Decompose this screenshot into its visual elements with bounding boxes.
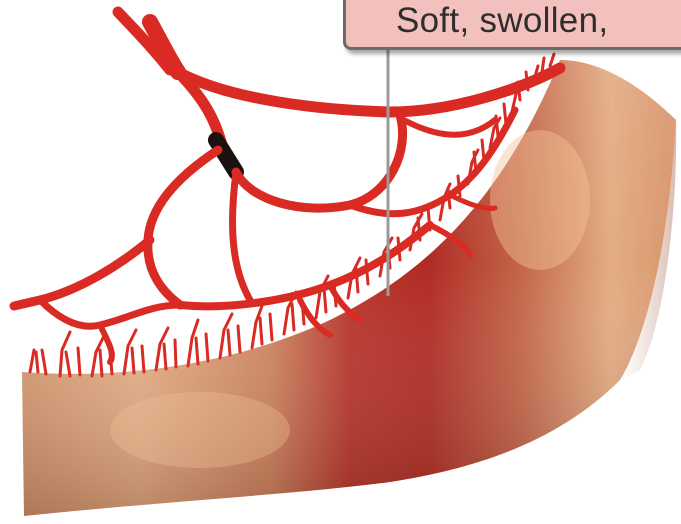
- artery-loop-inner: [236, 115, 403, 208]
- callout-label: Soft, swollen,: [396, 1, 608, 41]
- bowel-highlight: [490, 130, 590, 270]
- artery-left-sweep: [148, 150, 218, 305]
- artery-arcade-4: [400, 118, 495, 135]
- artery-occlusion: [216, 140, 236, 172]
- bowel-highlight-left: [110, 392, 290, 468]
- artery-arcade-5: [40, 300, 180, 326]
- callout-box: Soft, swollen,: [343, 0, 681, 50]
- artery-left-trunk: [14, 240, 150, 306]
